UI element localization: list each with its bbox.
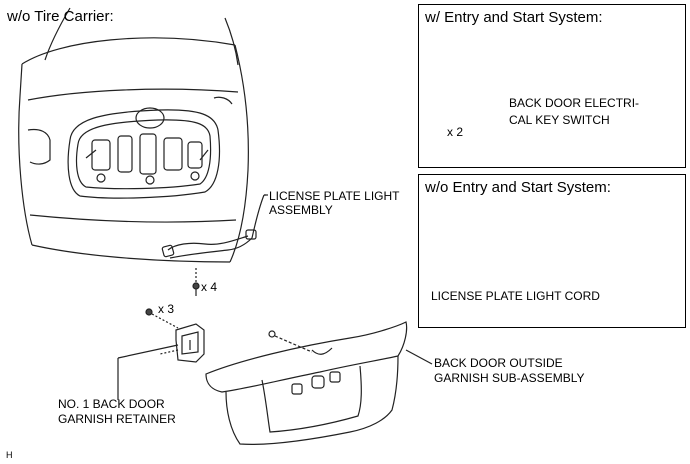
screw-x4-drawing — [192, 268, 200, 296]
key-switch-label-line2: CAL KEY SWITCH — [509, 113, 610, 127]
license-plate-light-label-line1: LICENSE PLATE LIGHT — [269, 189, 400, 203]
figure-code: H — [6, 450, 13, 460]
back-door-outside-garnish-drawing — [205, 321, 433, 445]
license-plate-light-assembly-drawing — [161, 194, 268, 259]
panel-with-entry-title: w/ Entry and Start System: — [425, 9, 603, 26]
light-screws-qty: x 4 — [201, 280, 218, 294]
screw-x3-drawing — [145, 308, 179, 329]
garnish-clip-drawing — [268, 330, 313, 353]
garnish-label-line2: GARNISH SUB-ASSEMBLY — [434, 371, 585, 385]
panel-without-entry-title: w/o Entry and Start System: — [425, 179, 611, 196]
key-switch-label-line1: BACK DOOR ELECTRI- — [509, 96, 640, 110]
garnish-label-line1: BACK DOOR OUTSIDE — [434, 356, 563, 370]
panel-without-entry-system: w/o Entry and Start System: LICENSE PLAT… — [418, 174, 686, 328]
main-caption: w/o Tire Carrier: — [7, 8, 114, 25]
retainer-screws-qty: x 3 — [158, 302, 175, 316]
panel-with-entry-system: w/ Entry and Start System: BACK DOOR ELE… — [418, 4, 686, 168]
back-door-panel — [18, 7, 249, 263]
garnish-retainer-drawing — [117, 323, 205, 400]
license-plate-light-label-line2: ASSEMBLY — [269, 203, 333, 217]
garnish-retainer-label-line1: NO. 1 BACK DOOR — [58, 397, 165, 411]
garnish-retainer-label-line2: GARNISH RETAINER — [58, 412, 176, 426]
light-cord-label: LICENSE PLATE LIGHT CORD — [431, 289, 600, 303]
key-switch-qty: x 2 — [447, 125, 464, 139]
